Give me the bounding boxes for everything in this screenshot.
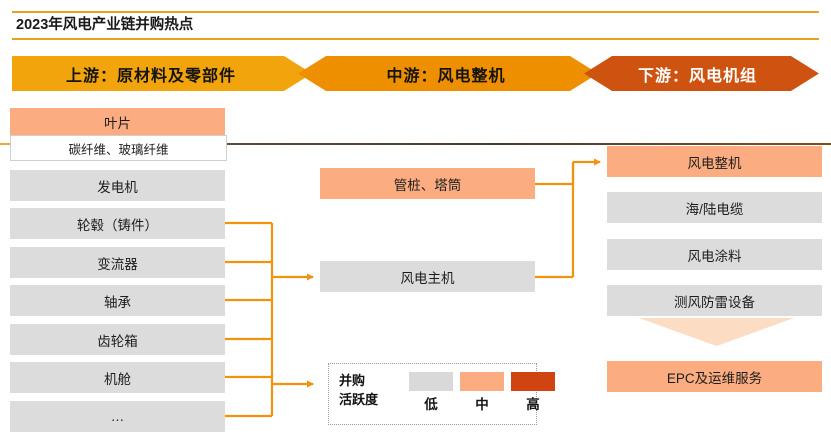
node-upstream-7[interactable]: 机舱: [10, 362, 225, 393]
node-downstream-3[interactable]: 测风防雷设备: [607, 285, 822, 316]
banner-segment-upstream[interactable]: 上游：原材料及零部件: [12, 56, 312, 91]
legend-label-medium: 中: [475, 397, 489, 412]
node-upstream-8-label: …: [110, 409, 125, 424]
legend-title-line2: 活跃度: [339, 392, 379, 407]
legend-label-low: 低: [424, 397, 438, 412]
banner-segment-downstream-label: 下游：风电机组: [637, 67, 757, 85]
legend-swatch-medium: [460, 372, 504, 391]
node-upstream-6[interactable]: 齿轮箱: [10, 324, 225, 355]
legend: 并购 活跃度 低 中 高: [328, 363, 555, 425]
node-midstream-0-label: 管桩、塔筒: [393, 177, 462, 193]
node-downstream-3-label: 测风防雷设备: [674, 294, 755, 310]
node-upstream-4[interactable]: 变流器: [10, 247, 225, 278]
value-chain-banner: 上游：原材料及零部件 中游：风电整机 下游：风电机组: [12, 56, 819, 91]
node-upstream-5-label: 轴承: [104, 294, 131, 310]
node-midstream-0[interactable]: 管桩、塔筒: [320, 168, 535, 199]
node-midstream-1-label: 风电主机: [400, 270, 455, 286]
banner-segment-upstream-label: 上游：原材料及零部件: [65, 67, 236, 85]
title-rule-top: [12, 11, 819, 13]
node-upstream-8[interactable]: …: [10, 401, 225, 432]
legend-title-line1: 并购: [339, 373, 366, 388]
page-separator-rule: [0, 143, 831, 145]
node-upstream-2[interactable]: 发电机: [10, 170, 225, 201]
node-upstream-0-label: 叶片: [104, 115, 131, 131]
node-midstream-1[interactable]: 风电主机: [320, 261, 535, 292]
node-downstream-0-label: 风电整机: [687, 155, 742, 171]
down-chevron-arrow-icon: [639, 318, 794, 346]
node-upstream-4-label: 变流器: [97, 256, 138, 272]
node-downstream-2[interactable]: 风电涂料: [607, 239, 822, 270]
page-title: 2023年风电产业链并购热点: [16, 17, 194, 33]
legend-swatch-low: [409, 372, 453, 391]
title-rule-bottom: [12, 38, 819, 40]
node-upstream-5[interactable]: 轴承: [10, 285, 225, 316]
node-downstream-0[interactable]: 风电整机: [607, 146, 822, 177]
legend-label-high: 高: [526, 397, 540, 412]
legend-swatch-high: [511, 372, 555, 391]
node-upstream-1[interactable]: 碳纤维、玻璃纤维: [10, 135, 227, 161]
node-downstream-2-label: 风电涂料: [687, 248, 742, 264]
node-downstream-1[interactable]: 海/陆电缆: [607, 192, 822, 223]
node-downstream-4-label: EPC及运维服务: [666, 370, 763, 386]
node-downstream-4[interactable]: EPC及运维服务: [607, 361, 822, 392]
node-upstream-3[interactable]: 轮毂（铸件）: [10, 208, 225, 239]
node-upstream-0[interactable]: 叶片: [10, 108, 225, 135]
banner-segment-downstream[interactable]: 下游：风电机组: [584, 56, 819, 91]
node-upstream-3-label: 轮毂（铸件）: [77, 217, 158, 233]
node-upstream-6-label: 齿轮箱: [97, 333, 138, 349]
node-upstream-1-label: 碳纤维、玻璃纤维: [68, 142, 169, 157]
node-upstream-7-label: 机舱: [104, 371, 131, 387]
node-upstream-2-label: 发电机: [97, 179, 138, 195]
banner-segment-midstream[interactable]: 中游：风电整机: [298, 56, 598, 91]
banner-segment-midstream-label: 中游：风电整机: [386, 67, 506, 85]
node-downstream-1-label: 海/陆电缆: [685, 201, 744, 217]
legend-title: 并购 活跃度: [339, 371, 378, 409]
